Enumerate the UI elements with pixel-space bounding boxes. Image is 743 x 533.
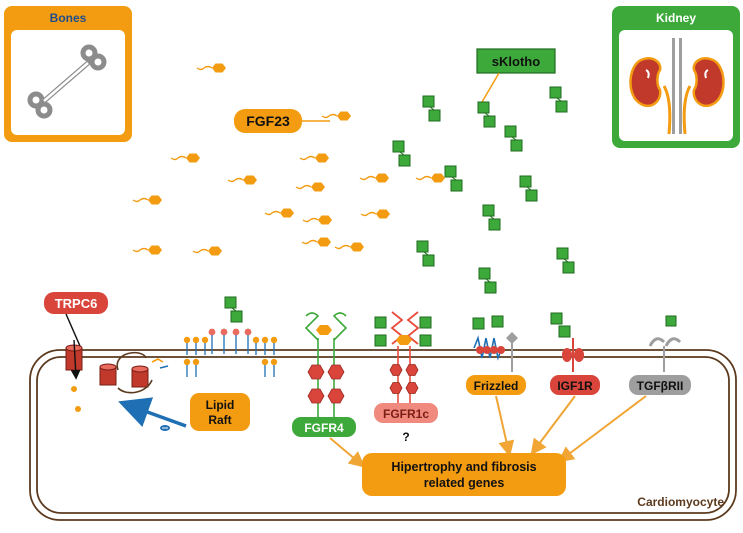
fgfr4-label: FGFR4 — [304, 421, 344, 435]
sklotho-label: sKlotho — [492, 54, 540, 69]
igf1r-label: IGF1R — [557, 379, 593, 393]
fgf23-label: FGF23 — [246, 113, 290, 129]
lipid-raft-group: Lipid Raft — [118, 296, 278, 431]
fgfr1c-label: FGFR1c — [383, 407, 429, 421]
outcome-line1: Hipertrophy and fibrosis — [391, 460, 536, 474]
fgfr1c-question: ? — [402, 430, 409, 444]
lipid-raft-line2: Raft — [208, 413, 231, 427]
bones-title: Bones — [50, 11, 87, 25]
tgfbrii-group: TGFβRII — [629, 315, 691, 395]
sklotho-molecules — [392, 86, 575, 294]
lipid-raft-line1: Lipid — [206, 398, 235, 412]
kidney-panel: Kidney — [612, 6, 740, 148]
fgf23-molecules — [132, 62, 446, 257]
fgfr1c-group: FGFR1c ? — [374, 311, 438, 444]
igf1r-group: IGF1R — [550, 312, 600, 395]
tgfbrii-label: TGFβRII — [637, 379, 684, 393]
kidney-icon — [629, 38, 725, 135]
sklotho-label-group: sKlotho — [476, 48, 556, 103]
trpc6-group: TRPC6 — [44, 292, 169, 412]
cardiomyocyte-label: Cardiomyocyte — [637, 495, 724, 509]
fgf23-label-group: FGF23 — [234, 109, 330, 133]
outcome-line2: related genes — [424, 476, 505, 490]
fgfr4-group: FGFR4 — [292, 312, 356, 437]
frizzled-group: Frizzled — [466, 315, 526, 395]
trpc6-channel — [65, 339, 83, 380]
trpc6-internalized — [99, 351, 153, 394]
trpc6-label: TRPC6 — [55, 296, 98, 311]
outcome-box: Hipertrophy and fibrosis related genes — [362, 453, 566, 496]
frizzled-label: Frizzled — [474, 379, 519, 393]
bones-panel: Bones — [4, 6, 132, 142]
signal-arrows — [329, 395, 647, 468]
kidney-title: Kidney — [656, 11, 696, 25]
cell-membrane — [29, 349, 737, 521]
